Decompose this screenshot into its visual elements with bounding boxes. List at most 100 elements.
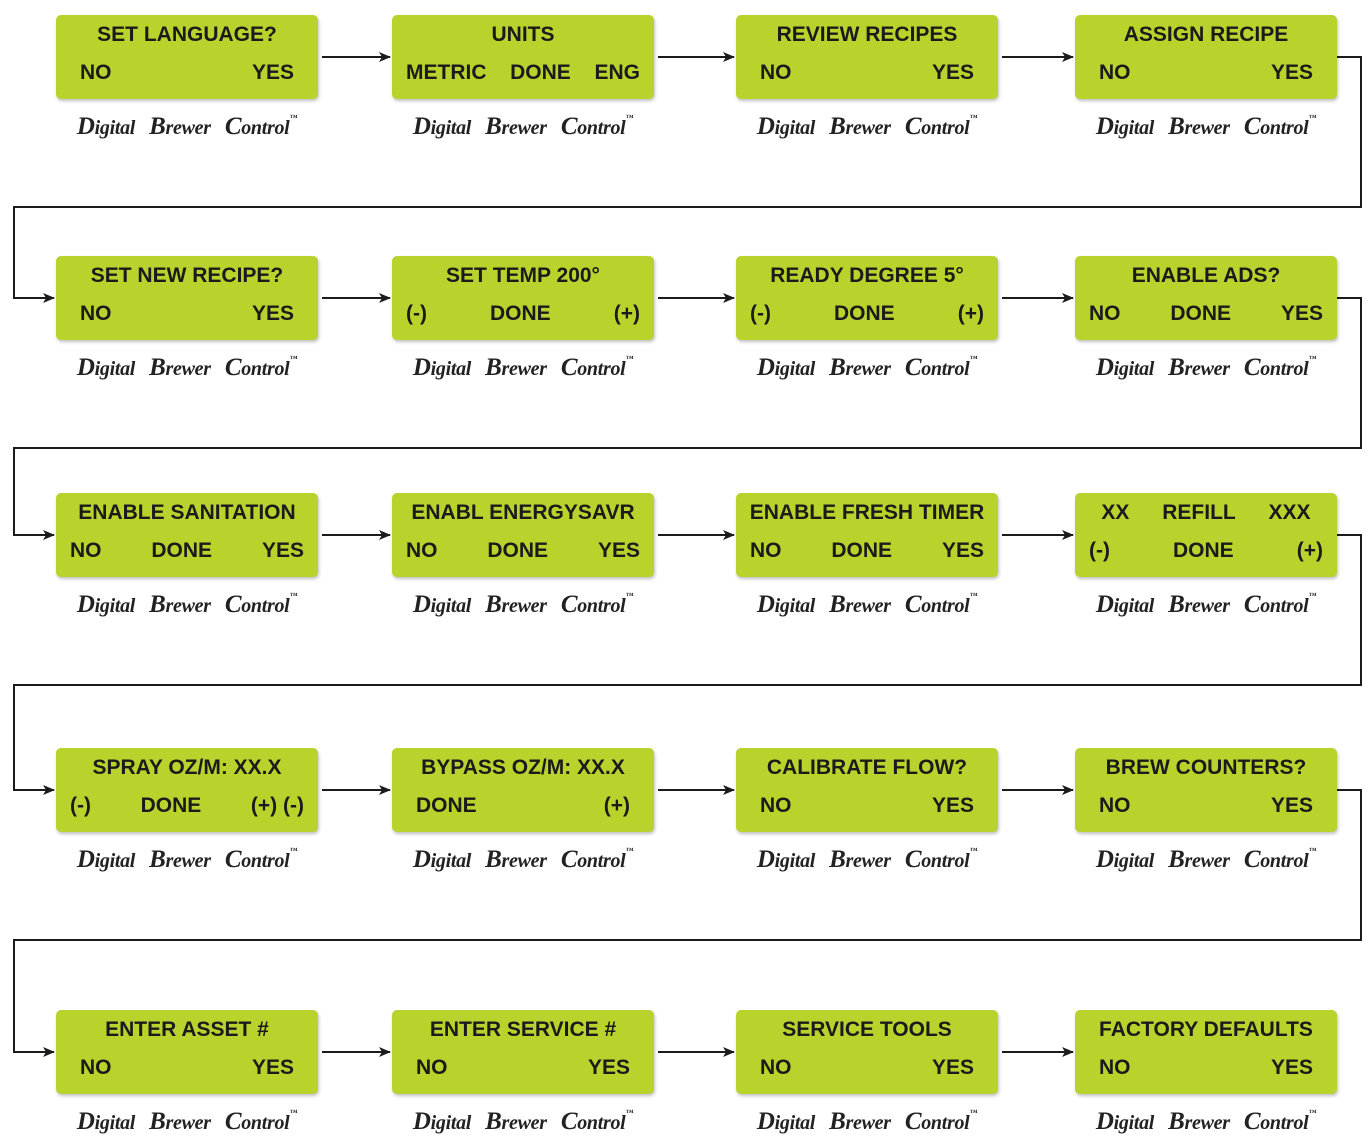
screen-options: NO YES xyxy=(56,61,318,85)
screen-option: (-) xyxy=(406,302,427,325)
screen-title: SET LANGUAGE? xyxy=(56,23,318,47)
screen-option: YES xyxy=(587,1056,630,1079)
screen-title-text: FACTORY DEFAULTS xyxy=(1099,1018,1313,1041)
screen-title-text: BYPASS OZ/M: XX.X xyxy=(421,756,625,779)
row-wrap-arrow xyxy=(13,789,1362,1057)
row-wrap-arrow xyxy=(13,297,1362,540)
screen-option: NO xyxy=(406,539,438,562)
screen-option: DONE xyxy=(151,539,213,562)
digital-brewer-control-logo: Digital Brewer Control™ xyxy=(1095,1108,1317,1135)
screen-title: ENABL ENERGYSAVR xyxy=(392,501,654,525)
screen-title-text: ASSIGN RECIPE xyxy=(1123,23,1289,46)
digital-brewer-control-logo: Digital Brewer Control™ xyxy=(756,354,978,381)
screen-option: DONE xyxy=(834,302,895,325)
screen-option: YES xyxy=(931,61,974,84)
screen-option: DONE xyxy=(140,794,202,817)
screen-title: ENABLE ADS? xyxy=(1075,264,1337,288)
digital-brewer-control-logo: Digital Brewer Control™ xyxy=(412,591,634,618)
screen-title-text: ENABLE SANITATION xyxy=(78,501,296,524)
row-wrap-arrow xyxy=(13,534,1362,795)
screen-title: SET NEW RECIPE? xyxy=(56,264,318,288)
screen-option: YES xyxy=(251,1056,294,1079)
screen-option: NO xyxy=(750,539,782,562)
screen-option: NO xyxy=(760,1056,792,1079)
screen-options: DONE(+) xyxy=(392,794,654,818)
screen-option: NO xyxy=(1099,1056,1131,1079)
screen-options: (-)DONE(+) (-) xyxy=(56,794,318,818)
lcd-screen-14: BYPASS OZ/M: XX.X DONE(+) xyxy=(392,748,654,832)
screen-title-text: ENTER ASSET # xyxy=(105,1018,269,1041)
screen-option: METRIC xyxy=(406,61,487,84)
screen-option: YES xyxy=(1270,61,1313,84)
digital-brewer-control-logo: Digital Brewer Control™ xyxy=(412,354,634,381)
screen-option: DONE xyxy=(1173,539,1234,562)
screen-option: DONE xyxy=(416,794,477,817)
screen-option: DONE xyxy=(487,539,549,562)
screen-title-text: ENTER SERVICE # xyxy=(429,1018,617,1041)
screen-options: NO YES xyxy=(1075,794,1337,818)
screen-title: SERVICE TOOLS xyxy=(736,1018,998,1042)
screen-options: (-) DONE (+) xyxy=(736,302,998,326)
screen-title-text: SPRAY OZ/M: XX.X xyxy=(92,756,282,779)
screen-option: NO xyxy=(1099,794,1131,817)
screen-option: DONE xyxy=(831,539,893,562)
screen-title: ENTER SERVICE # xyxy=(392,1018,654,1042)
digital-brewer-control-logo: Digital Brewer Control™ xyxy=(1095,846,1317,873)
screen-options: (-)DONE(+) xyxy=(392,302,654,326)
lcd-screen-6: SET TEMP 200° (-)DONE(+) xyxy=(392,256,654,340)
screen-title-text: ENABLE ADS? xyxy=(1131,264,1281,287)
screen-title: REVIEW RECIPES xyxy=(736,23,998,47)
screen-title-text: REVIEW RECIPES xyxy=(776,23,958,46)
screen-option: NO xyxy=(80,61,112,84)
screen-option: DONE xyxy=(510,61,571,84)
screen-title-text: XXX xyxy=(1268,501,1311,524)
screen-options: (-)DONE(+) xyxy=(1075,539,1337,563)
screen-option: YES xyxy=(251,61,294,84)
digital-brewer-control-logo: Digital Brewer Control™ xyxy=(1095,113,1317,140)
digital-brewer-control-logo: Digital Brewer Control™ xyxy=(756,1108,978,1135)
screen-option: YES xyxy=(931,794,974,817)
screen-option: (-) xyxy=(1089,539,1110,562)
lcd-screen-16: BREW COUNTERS? NO YES xyxy=(1075,748,1337,832)
screen-option: (+) xyxy=(957,302,984,325)
row-wrap-arrow xyxy=(13,56,1362,303)
screen-title-text: UNITS xyxy=(491,23,555,46)
screen-title-text: BREW COUNTERS? xyxy=(1105,756,1307,779)
digital-brewer-control-logo: Digital Brewer Control™ xyxy=(1095,354,1317,381)
lcd-screen-1: SET LANGUAGE? NO YES xyxy=(56,15,318,99)
screen-option: DONE xyxy=(1170,302,1232,325)
digital-brewer-control-logo: Digital Brewer Control™ xyxy=(76,1108,298,1135)
screen-options: NO YES xyxy=(1075,1056,1337,1080)
screen-title: FACTORY DEFAULTS xyxy=(1075,1018,1337,1042)
screen-option: YES xyxy=(1270,794,1313,817)
screen-option: (+) xyxy=(613,302,640,325)
screen-title-text: ENABL ENERGYSAVR xyxy=(411,501,635,524)
screen-option: (-) xyxy=(750,302,771,325)
lcd-screen-7: READY DEGREE 5°(-)DONE(+) xyxy=(736,256,998,340)
screen-title-text: SET TEMP 200° xyxy=(446,264,600,287)
screen-title-text: SET LANGUAGE? xyxy=(97,23,277,46)
screen-option: YES xyxy=(1270,1056,1313,1079)
screen-title: CALIBRATE FLOW? xyxy=(736,756,998,780)
screen-title-text: XX xyxy=(1101,501,1130,524)
screen-title: ENABLE SANITATION xyxy=(56,501,318,525)
screen-title-text: CALIBRATE FLOW? xyxy=(766,756,968,779)
